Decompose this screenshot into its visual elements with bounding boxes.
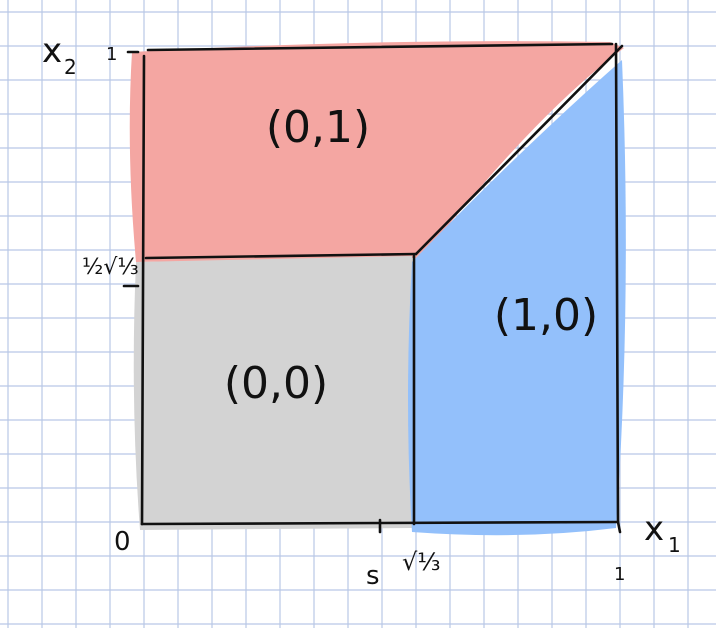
x-axis-label: x 1 <box>644 509 681 557</box>
svg-text:2: 2 <box>64 55 77 79</box>
svg-text:x: x <box>42 31 62 71</box>
region-label-0-1: (0,1) <box>266 102 370 153</box>
svg-text:x: x <box>644 509 664 549</box>
y-tick-half-sqrt-third: ½√⅓ <box>82 255 139 280</box>
region-1-0-fill <box>408 60 626 536</box>
region-label-1-0: (1,0) <box>494 290 598 341</box>
svg-text:1: 1 <box>668 533 681 557</box>
region-0-1-fill <box>129 41 624 262</box>
origin-label: 0 <box>114 527 131 557</box>
y-axis-label: x 2 <box>42 31 77 79</box>
region-label-0-0: (0,0) <box>224 358 328 409</box>
boundary-lines <box>122 42 624 534</box>
x-tick-1: 1 <box>614 564 625 585</box>
y-tick-1: 1 <box>106 44 117 65</box>
x-tick-s: s <box>366 561 380 591</box>
x-tick-sqrt-third: √⅓ <box>402 548 441 576</box>
region-0-0-fill <box>133 256 416 530</box>
